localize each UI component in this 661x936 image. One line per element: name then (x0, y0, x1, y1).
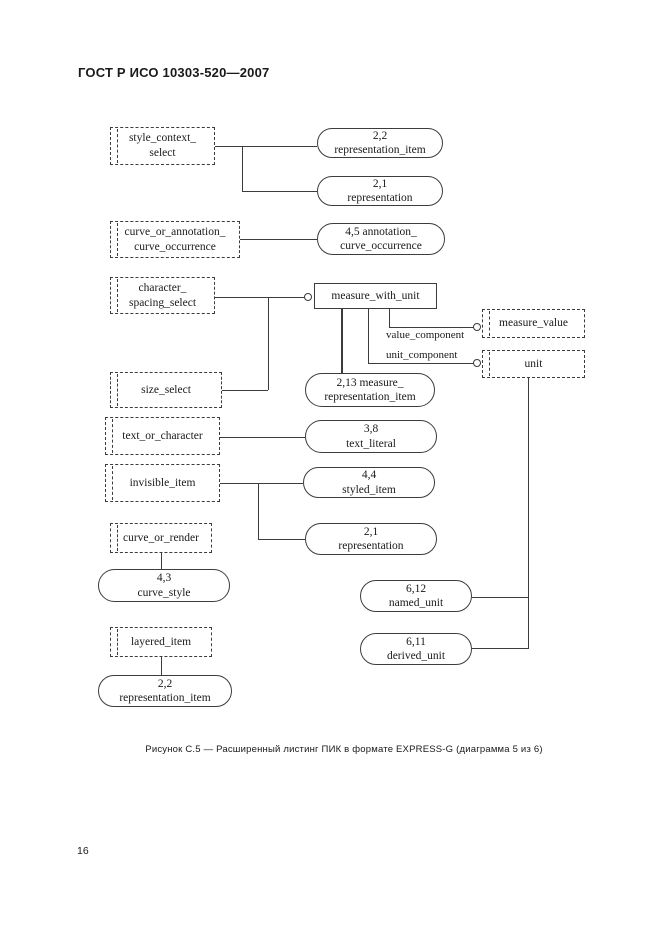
connector-style-to-repritem (215, 146, 317, 147)
node-label: text_or_character (122, 429, 203, 442)
node-label: representation (347, 192, 413, 204)
node-label: curve_or_annotation_ (124, 225, 226, 238)
pageref-text-literal: 3,8 text_literal (305, 420, 437, 453)
pageref-representation-mid: 2,1 representation (305, 523, 437, 555)
node-label: size_select (141, 383, 191, 396)
pageref-derived-unit: 6,11 derived_unit (360, 633, 472, 665)
connector-unit-trunk-v (528, 377, 529, 648)
node-label: measure_with_unit (331, 290, 420, 302)
node-label: 4,3 (156, 572, 172, 585)
edge-label-value-component: value_component (386, 329, 465, 341)
connector-layered-to-repritem (161, 657, 162, 675)
node-label: 2,1 (363, 525, 379, 538)
node-label: invisible_item (129, 476, 196, 489)
connector-style-to-representation (242, 191, 317, 192)
figure-caption: Рисунок С.5 — Расширенный листинг ПИК в … (145, 744, 543, 755)
node-label: named_unit (388, 597, 444, 609)
node-label: representation_item (334, 144, 426, 156)
connector-derivedunit-h (472, 648, 529, 649)
node-label: character_ (138, 281, 187, 294)
node-label: derived_unit (386, 650, 446, 662)
select-type-curve-or-render: curve_or_render (110, 523, 212, 553)
pageref-representation-item-bottom: 2,2 representation_item (98, 675, 232, 707)
node-label: 2,2 (157, 677, 173, 690)
node-label: representation_item (119, 692, 211, 704)
node-label: representation (338, 540, 404, 552)
node-label: 6,11 (406, 635, 426, 648)
node-label: 4,5 annotation_ (345, 225, 417, 238)
pageref-representation-top: 2,1 representation (317, 176, 443, 206)
node-label: 2,1 (372, 177, 388, 190)
select-type-layered-item: layered_item (110, 627, 212, 657)
select-type-style-context-select: style_context_ select (110, 127, 215, 165)
select-type-curve-or-annotation-curve-occurrence: curve_or_annotation_ curve_occurrence (110, 221, 240, 258)
node-label: 3,8 (363, 423, 379, 436)
pageref-measure-representation-item: 2,13 measure_ representation_item (305, 373, 435, 407)
node-label: curve_style (137, 586, 191, 599)
node-label: curve_occurrence (134, 240, 216, 253)
connector-unitcomponent-h (368, 363, 474, 364)
connector-charspacing-to-mwu (215, 297, 305, 298)
connector-sizeselect-branch-v (268, 297, 269, 390)
connector-mwu-to-measurerepritem-thick (341, 309, 343, 373)
page-header: ГОСТ Р ИСО 10303-520—2007 (78, 65, 270, 80)
node-label: 2,13 measure_ (336, 376, 404, 389)
relationship-circle-measure-value (473, 323, 481, 331)
node-label: curve_occurrence (340, 240, 422, 252)
connector-invisible-to-styled (220, 483, 303, 484)
node-label: styled_item (342, 483, 396, 496)
connector-invisible-to-representation (258, 539, 305, 540)
connector-sizeselect-h (222, 390, 268, 391)
connector-unitcomponent-v (368, 309, 369, 363)
pageref-styled-item: 4,4 styled_item (303, 467, 435, 498)
connector-textorchar-to-textliteral (220, 437, 305, 438)
page-number: 16 (77, 845, 89, 857)
node-label: curve_or_render (123, 531, 199, 544)
connector-invisible-branch-v (258, 483, 259, 539)
node-label: measure_value (499, 317, 568, 330)
select-type-text-or-character: text_or_character (105, 417, 220, 455)
node-label: text_literal (346, 437, 396, 450)
node-label: select (149, 147, 176, 159)
connector-valuecomponent-h (389, 327, 474, 328)
connector-namedunit-h (472, 597, 528, 598)
connector-style-branch-v (242, 146, 243, 192)
connector-curverender-to-curvestyle (161, 553, 162, 569)
node-label: 4,4 (361, 469, 377, 482)
node-label: unit (524, 357, 543, 370)
node-label: 6,12 (405, 582, 427, 595)
relationship-circle-unit (473, 359, 481, 367)
node-label: representation_item (324, 391, 416, 403)
connector-valuecomponent-v (389, 309, 390, 327)
select-type-unit: unit (482, 350, 585, 378)
pageref-representation-item-top: 2,2 representation_item (317, 128, 443, 158)
select-type-invisible-item: invisible_item (105, 464, 220, 502)
select-type-character-spacing-select: character_ spacing_select (110, 277, 215, 314)
relationship-circle-measure-with-unit (304, 293, 312, 301)
entity-measure-with-unit: measure_with_unit (314, 283, 437, 309)
node-label: 2,2 (372, 129, 388, 142)
node-label: layered_item (130, 635, 192, 648)
connector-curveannot-to-oval (240, 239, 317, 240)
pageref-named-unit: 6,12 named_unit (360, 580, 472, 612)
pageref-annotation-curve-occurrence: 4,5 annotation_ curve_occurrence (317, 223, 445, 255)
edge-label-unit-component: unit_component (386, 349, 458, 361)
pageref-curve-style: 4,3 curve_style (98, 569, 230, 602)
node-label: spacing_select (128, 296, 197, 309)
select-type-size-select: size_select (110, 372, 222, 408)
node-label: style_context_ (128, 132, 197, 145)
select-type-measure-value: measure_value (482, 309, 585, 338)
